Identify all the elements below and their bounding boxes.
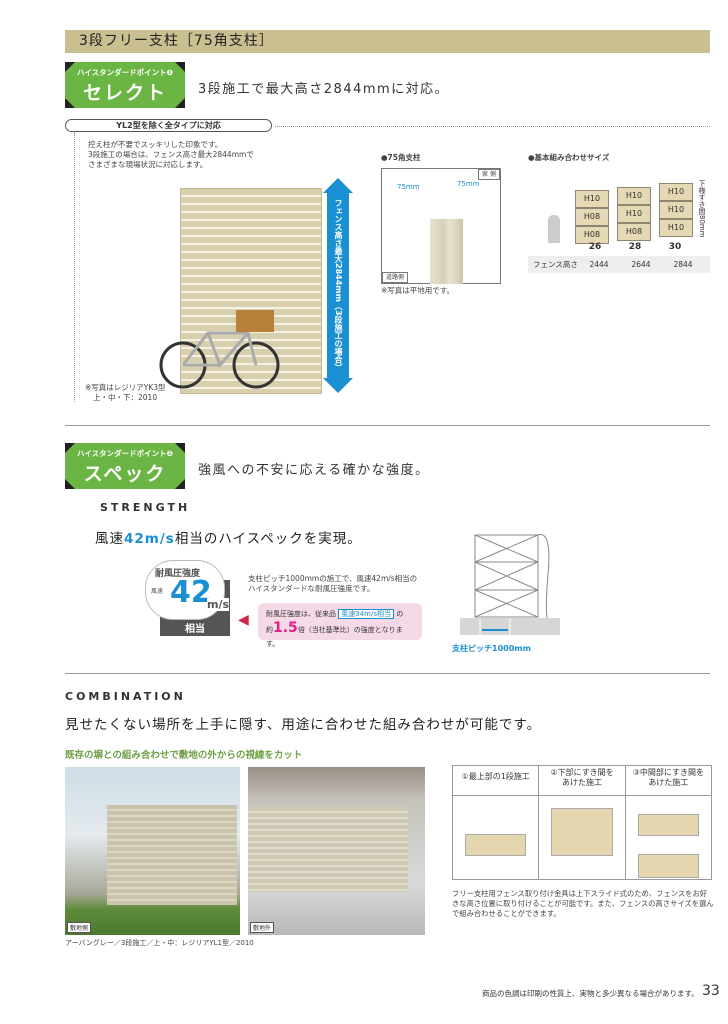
photo-note: ※写真はレジリアYK3型: [85, 383, 166, 392]
desc-line: 3段施工の場合は、フェンス高さ最大2844mmで: [88, 150, 254, 159]
post-shape: [430, 219, 463, 284]
strength-eyebrow: STRENGTH: [100, 501, 191, 514]
height-row: フェンス高さ 2444 2644 2844: [528, 256, 710, 273]
road-side-label: 道路側: [382, 272, 409, 283]
footer-note: 商品の色調は印刷の性質上、実物と多少異なる場合があります。: [482, 989, 699, 998]
dim-label: 75mm: [397, 183, 420, 191]
strength-headline: 風速42m/s相当のハイスペックを実現。: [95, 527, 362, 547]
compare-box: 耐風圧強度は、従来品 風速34m/s相当 の 約1.5倍（当社基準比）の強度とな…: [258, 603, 422, 648]
house-side-label: 家 側: [478, 169, 500, 180]
dim-label: 75mm: [457, 180, 480, 188]
badge-small: ハイスタンダードポイント❷: [77, 449, 173, 458]
row-label: フェンス高さ: [533, 260, 578, 269]
desc-line: ハイスタンダードな耐風圧強度です。: [248, 584, 375, 593]
block: H10: [617, 187, 651, 205]
compare-text: 約: [266, 626, 273, 634]
graphic-value: 42: [170, 575, 212, 610]
combination-eyebrow: COMBINATION: [65, 690, 186, 703]
block: H10: [659, 219, 693, 237]
divider: [74, 132, 75, 402]
post-pitch-diagram: [460, 534, 560, 635]
graphic-bottom: 相当: [185, 624, 205, 635]
divider: [275, 126, 710, 127]
options-table: ①最上部の1段施工 ②下部にすき間を あけた施工 ③中間部にすき間を あけた施工: [452, 765, 712, 880]
ratio-value: 1.5: [273, 620, 298, 636]
height-value: 2844: [673, 260, 693, 269]
arrow-up-icon: [323, 178, 353, 193]
desc-line: さまざまな現場状況に対応します。: [88, 160, 208, 169]
option-title: ②下部にすき間を あけた施工: [539, 766, 625, 796]
height-value: 2644: [631, 260, 651, 269]
point1-badge: ハイスタンダードポイント❶ セレクト: [65, 62, 185, 108]
compare-text: 耐風圧強度は、従来品: [266, 610, 336, 618]
pitch-label: 支柱ピッチ1000mm: [452, 644, 531, 653]
headline-part: 相当のハイスペックを実現。: [174, 531, 362, 547]
block: H10: [659, 183, 693, 201]
block: H08: [575, 226, 609, 244]
compare-text: の: [396, 610, 404, 618]
block: H08: [617, 223, 651, 241]
divider: [65, 425, 710, 426]
badge-title: スペック: [83, 463, 167, 485]
max-height-label: フェンス高さ最大2844mm（3段施工の場合）: [327, 192, 349, 378]
point1-lead: 3段施工で最大高さ2844mmに対応。: [198, 82, 450, 97]
graphic-top: 耐風圧強度: [155, 569, 201, 579]
compare-text: 倍（当社基準比）の強度となります。: [266, 626, 403, 648]
post-image: 家 側 道路側 75mm 75mm: [381, 168, 501, 284]
photo-note: 上・中・下：2010: [93, 393, 158, 402]
option-title: ①最上部の1段施工: [453, 766, 539, 796]
wind-graphic: 耐風圧強度 風速 42 m/s 相当: [145, 560, 240, 636]
combination-sub: 既存の塀との組み合わせで敷地の外からの視線をカット: [65, 750, 303, 761]
compat-pill: YL2型を除く全タイプに対応: [65, 119, 272, 132]
option-cell: ①最上部の1段施工: [453, 766, 540, 879]
old-spec: 風速34m/s相当: [338, 609, 394, 619]
badge-small: ハイスタンダードポイント❶: [77, 68, 173, 77]
post-note: ※写真は平地用です。: [381, 286, 455, 295]
options-note: フリー支柱用フェンス取り付け金具は上下スライド式のため、フェンスをお好きな高さ位…: [452, 889, 714, 918]
point2-lead: 強風への不安に応える確かな強度。: [198, 463, 430, 478]
photo-caption: アーバングレー／3段施工／上・中：レジリアYL1型／2010: [65, 939, 254, 947]
photo-label: 敷地側: [67, 922, 92, 933]
option-title: ③中間部にすき間を あけた施工: [625, 766, 711, 796]
graphic-unit: m/s: [207, 598, 230, 611]
headline-emphasis: 42m/s: [124, 531, 175, 547]
page-number: 33: [702, 983, 720, 999]
post-title: ●75角支柱: [381, 153, 421, 162]
option-cell: ②下部にすき間を あけた施工: [539, 766, 626, 879]
size-label: 28: [628, 242, 642, 252]
desc-line: 控え柱が不要でスッキリした印象です。: [88, 140, 223, 149]
size-label: 30: [668, 242, 682, 252]
point2-badge: ハイスタンダードポイント❷ スペック: [65, 443, 185, 489]
person-icon: [548, 215, 560, 243]
size-label: 26: [588, 242, 602, 252]
combination-headline: 見せたくない場所を上手に隠す、用途に合わせた組み合わせが可能です。: [65, 717, 542, 733]
graphic-wind: 風速: [151, 588, 164, 595]
section-header: 3段フリー支柱［75角支柱］: [65, 30, 710, 53]
badge-title: セレクト: [82, 82, 167, 104]
block: H10: [617, 205, 651, 223]
photo-outside: 敷地外: [248, 767, 425, 935]
desc-line: 支柱ピッチ1000mmの施工で、風速42m/s相当の: [248, 574, 418, 583]
block: H10: [575, 190, 609, 208]
divider: [65, 673, 710, 674]
photo-label: 敷地外: [250, 922, 275, 933]
bicycle-icon: [159, 310, 280, 389]
arrow-left-icon: ◀: [238, 612, 249, 628]
gap-label: 下桟すき間80mm: [698, 180, 706, 238]
photo-site-side: 敷地側: [65, 767, 240, 935]
height-value: 2444: [589, 260, 609, 269]
option-cell: ③中間部にすき間を あけた施工: [625, 766, 711, 879]
headline-part: 風速: [95, 531, 124, 547]
block: H08: [575, 208, 609, 226]
block: H10: [659, 201, 693, 219]
combo-title: ●基本組み合わせサイズ: [528, 153, 610, 162]
arrow-down-icon: [323, 378, 353, 393]
